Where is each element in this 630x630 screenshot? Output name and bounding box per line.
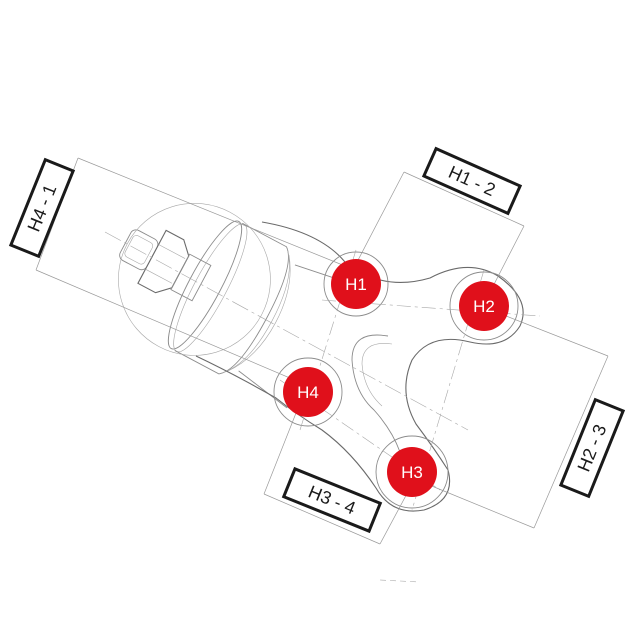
hole-h1-label: H1 xyxy=(345,275,367,294)
hole-h1-marker xyxy=(331,259,381,309)
hole-h4-label: H4 xyxy=(297,383,319,402)
dimension-label-h4-1: H4 - 1 xyxy=(8,157,76,259)
hole-h2-label: H2 xyxy=(473,297,495,316)
dimension-lines xyxy=(35,157,609,545)
dimension-label-h2-3: H2 - 3 xyxy=(558,397,626,499)
dimension-label-h1-2: H1 - 2 xyxy=(421,146,523,216)
hole-h3-marker xyxy=(387,447,437,497)
ball-joint-body xyxy=(118,203,353,409)
hole-h2-marker xyxy=(459,281,509,331)
hole-h1: H1 xyxy=(331,259,381,309)
hole-h3-label: H3 xyxy=(401,463,423,482)
hole-h3: H3 xyxy=(387,447,437,497)
hole-h4-marker xyxy=(283,367,333,417)
mounting-flange xyxy=(195,221,524,512)
hole-h2: H2 xyxy=(459,281,509,331)
dimension-label-h3-4: H3 - 4 xyxy=(281,466,383,534)
hole-h4: H4 xyxy=(283,367,333,417)
